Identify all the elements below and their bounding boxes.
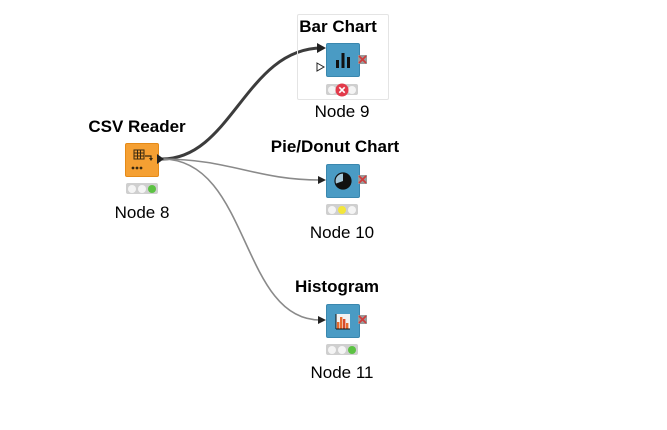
node-label-bar[interactable]: Node 9 [314, 102, 370, 121]
output-port-inactive-icon[interactable] [358, 55, 368, 65]
bar-chart-icon [336, 53, 350, 68]
input-arrow-bar [317, 43, 326, 53]
pie-chart-icon [334, 172, 352, 190]
node-title-bar-chart[interactable]: Bar Chart [299, 17, 377, 36]
status-dot-idle [328, 205, 336, 214]
status-indicator-pie [326, 204, 358, 215]
status-indicator-histogram [326, 344, 358, 355]
histogram-icon [335, 314, 350, 330]
status-dot-idle [338, 345, 346, 354]
connection-csv-to-bar[interactable] [161, 46, 323, 161]
status-dot-idle [328, 345, 336, 354]
status-dot-idle [348, 205, 356, 214]
node-title-csv-reader[interactable]: CSV Reader [88, 117, 186, 136]
status-dot-idle [138, 184, 146, 193]
output-port-inactive-icon[interactable] [358, 315, 368, 325]
histogram-node[interactable] [326, 304, 360, 338]
status-dot-green [148, 184, 156, 193]
pie-chart-node[interactable] [326, 164, 360, 198]
node-title-pie-chart[interactable]: Pie/Donut Chart [270, 137, 400, 156]
csv-reader-node[interactable] [125, 143, 159, 177]
node-label-csv[interactable]: Node 8 [114, 203, 170, 222]
input-port-secondary[interactable] [316, 62, 326, 72]
bar-chart-node[interactable] [326, 43, 360, 77]
output-port-inactive-icon[interactable] [358, 175, 368, 185]
table-reader-icon [131, 149, 153, 170]
status-dot-yellow [338, 205, 346, 214]
status-dot-idle [128, 184, 136, 193]
status-indicator-csv [126, 183, 158, 194]
node-label-histogram[interactable]: Node 11 [310, 363, 374, 382]
input-arrow-histogram [318, 316, 326, 324]
connection-csv-to-histogram[interactable] [161, 158, 321, 321]
status-dot-idle [348, 85, 356, 94]
node-selection-frame [297, 14, 389, 100]
input-arrow-pie [318, 176, 326, 184]
output-port-csv[interactable] [157, 154, 165, 164]
node-title-histogram[interactable]: Histogram [294, 277, 380, 296]
status-dot-idle [328, 85, 336, 94]
connection-csv-to-pie[interactable] [161, 158, 321, 181]
error-icon [335, 83, 349, 97]
node-label-pie[interactable]: Node 10 [309, 223, 375, 242]
status-dot-green [348, 345, 356, 354]
